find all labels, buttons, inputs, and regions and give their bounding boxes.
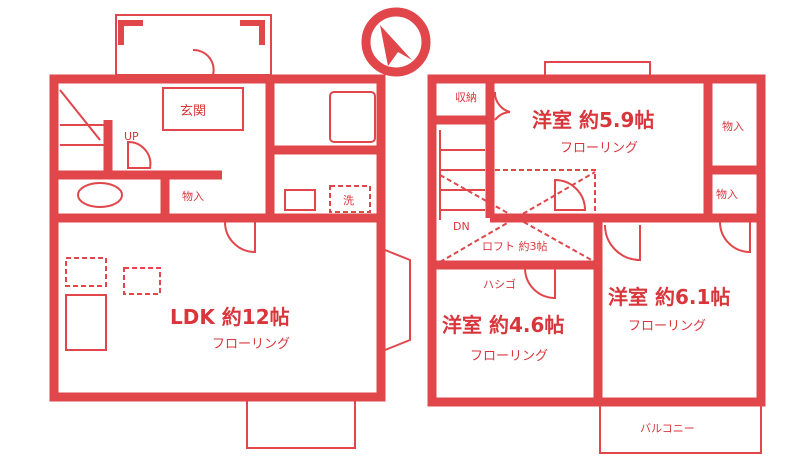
room2-title: 洋室 約4.6帖 — [442, 313, 564, 337]
room1-title: 洋室 約5.9帖 — [532, 108, 654, 132]
room2-door[interactable] — [524, 267, 556, 300]
balcony — [599, 404, 762, 454]
ldk-flooring: フローリング — [212, 337, 290, 352]
storage2-label: 物入 — [716, 187, 738, 201]
storage-label: 物入 — [182, 189, 204, 203]
room1-flooring: フローリング — [560, 141, 638, 156]
compass-north-arrow-icon — [361, 7, 431, 77]
closet-door[interactable] — [493, 91, 511, 121]
staircase-2f — [439, 130, 485, 220]
kitchen-appliance-space — [123, 267, 161, 295]
sink-icon — [284, 189, 316, 211]
floor1-outer-wall — [49, 74, 386, 402]
closet-label: 収納 — [455, 91, 477, 104]
toilet-icon — [77, 182, 123, 208]
bathtub — [329, 91, 376, 143]
bay-window — [246, 399, 356, 449]
room3-title: 洋室 約6.1帖 — [608, 285, 730, 309]
laundry-label: 洗 — [343, 194, 354, 207]
kitchen-counter — [65, 294, 107, 351]
ldk-door[interactable] — [224, 221, 256, 254]
fridge-space — [65, 257, 107, 287]
room3-flooring: フローリング — [628, 319, 706, 334]
entrance-label: 玄関 — [180, 104, 206, 119]
up-label: UP — [124, 130, 139, 143]
loft-outline — [439, 169, 596, 263]
room2-flooring: フローリング — [470, 349, 548, 364]
washer-space — [329, 185, 371, 213]
loft-label: ロフト 約3帖 — [482, 239, 548, 253]
storage1-label: 物入 — [722, 119, 744, 133]
floor-2: 収納 洋室 約5.9帖 フローリング 物入 物入 DN ロフト 約3帖 ハシゴ … — [427, 61, 766, 454]
bay-side-window — [384, 249, 411, 351]
floor-1: 玄関 UP 物入 洗 LDK 約12帖 フローリング — [49, 14, 411, 449]
dn-label: DN — [453, 220, 470, 233]
room3-door[interactable] — [604, 224, 641, 262]
ldk-title: LDK 約12帖 — [170, 305, 290, 329]
staircase — [59, 89, 105, 146]
storage2-door[interactable] — [719, 221, 751, 254]
entrance-area — [162, 87, 244, 131]
balcony-label: バルコニー — [640, 422, 695, 435]
toilet-door[interactable] — [127, 140, 152, 169]
ladder-label: ハシゴ — [483, 277, 516, 291]
room1-door[interactable] — [554, 178, 587, 211]
entrance-door[interactable] — [192, 48, 215, 76]
